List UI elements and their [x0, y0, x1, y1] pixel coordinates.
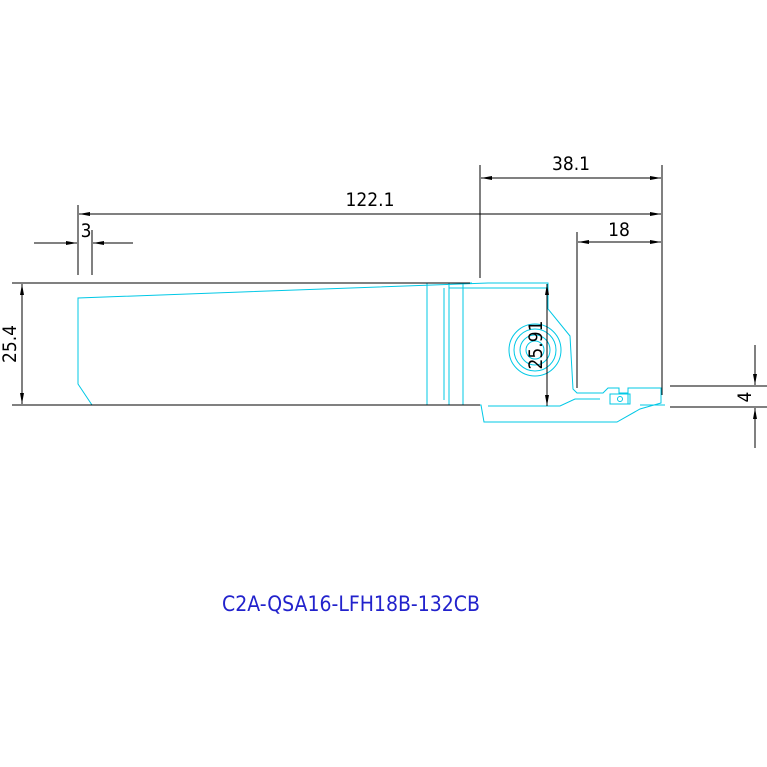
dim-cut-depth: 18	[608, 219, 630, 241]
clamp-screw-core	[525, 340, 545, 360]
dim-chamfer: 3	[81, 220, 92, 242]
dim-overall-length: 122.1	[346, 189, 395, 211]
lower-jaw-line	[488, 398, 600, 407]
insert-hole	[617, 396, 623, 402]
dim-shank-height: 25.4	[0, 325, 21, 363]
dim-head-height: 25.91	[525, 321, 547, 370]
clamp-screw-outer	[508, 323, 562, 377]
shank-outline	[77, 282, 662, 423]
part-number: C2A-QSA16-LFH18B-132CB	[222, 592, 480, 616]
dim-blade-width: 4	[734, 392, 756, 403]
dim-head-length: 38.1	[552, 153, 590, 175]
tool-holder-outline	[77, 282, 665, 423]
clamp-screw-mid	[513, 328, 557, 372]
dimensions: 38.1 122.1 18 3 25.4 25.91 4	[0, 153, 767, 448]
insert-outline	[609, 393, 631, 405]
clamp-screw-inner	[519, 334, 551, 366]
